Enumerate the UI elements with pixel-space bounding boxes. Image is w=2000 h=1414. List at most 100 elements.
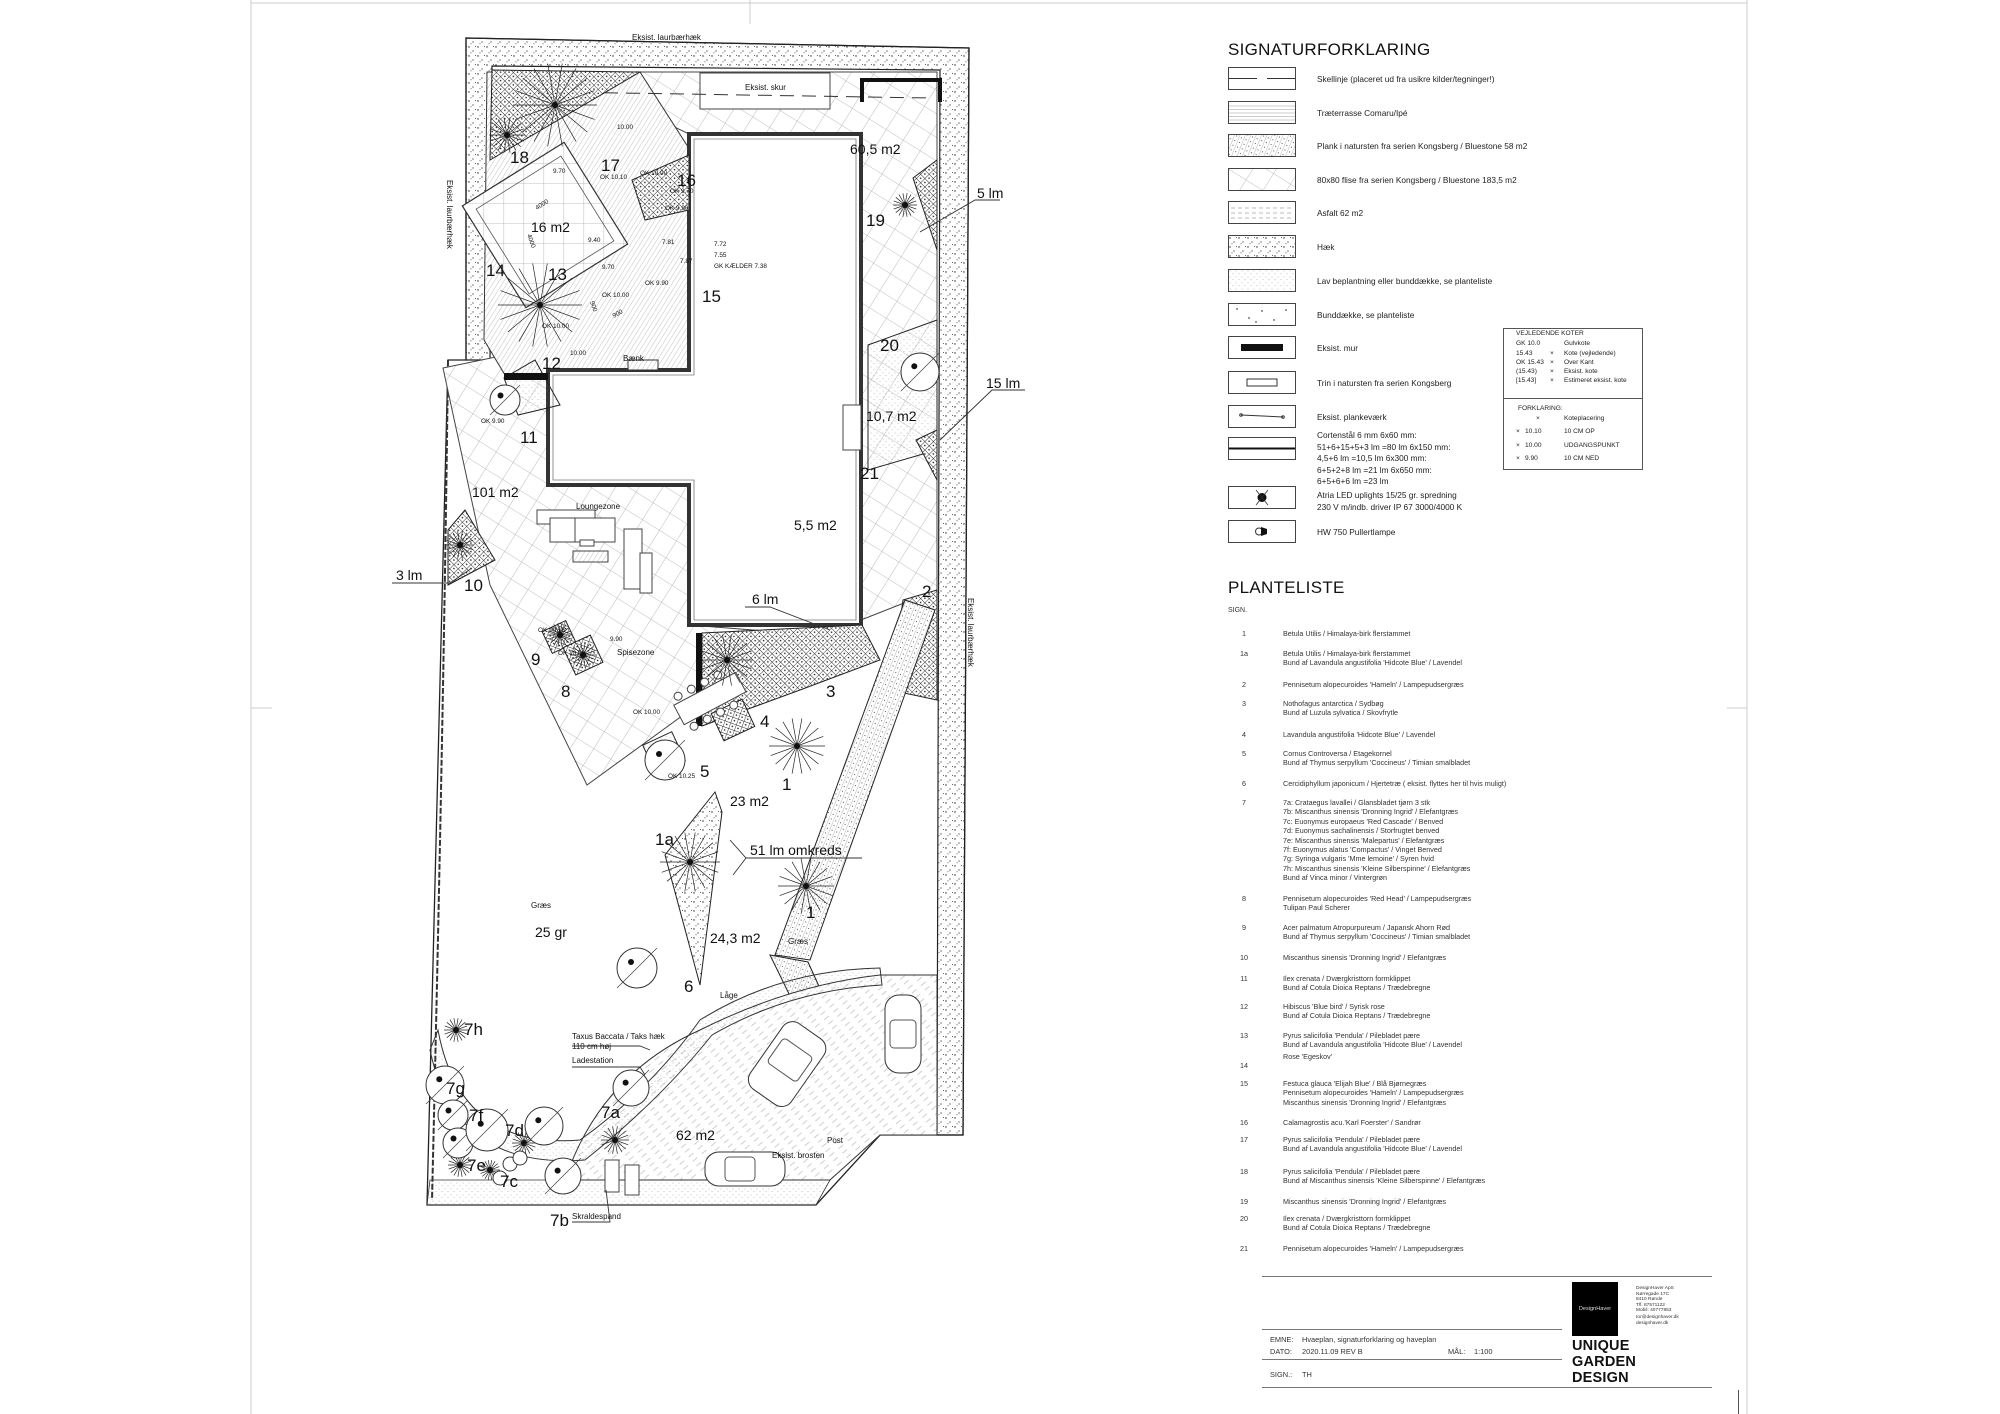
plant-entry-line: Cercidiphyllum japonicum / Hjertetræ ( e… (1283, 779, 1507, 788)
plant-sign: 20 (880, 336, 899, 355)
plant-sign: 15 (702, 287, 721, 306)
plant-sign-number: 15 (1240, 1079, 1248, 1088)
plant-entry: Miscanthus sinensis 'Dronning Ingrid' / … (1283, 953, 1446, 962)
plant-sign-number: 20 (1240, 1214, 1248, 1223)
plant-entry-line: Bund af Lavandula angustifolia 'Hidcote … (1283, 1040, 1462, 1050)
legend-label: Skellinje (placeret ud fra usikre kilder… (1317, 74, 1495, 84)
address-email[interactable]: tor@designhaver.dk (1636, 1314, 1679, 1320)
uplight-swatch (1228, 486, 1296, 509)
plant-entry-line: 7b: Miscanthus sinensis 'Dronning Ingrid… (1283, 807, 1458, 817)
tree-symbol-icon (489, 117, 525, 153)
koter-value: OK 15.43 (1516, 359, 1544, 366)
level-label: 7.81 (662, 239, 675, 246)
level-label: 7.87 (680, 258, 693, 265)
tree-symbol-icon (480, 1160, 500, 1180)
legend-swatch-wood-deck (1228, 101, 1296, 124)
plant-sign-number: 10 (1240, 953, 1248, 962)
koter-value: [15.43] (1516, 377, 1537, 384)
gate-label: Låge (720, 991, 738, 1000)
lawn-label-2: Græs (788, 937, 808, 946)
post-label: Post (827, 1136, 844, 1145)
shed-label: Eksist. skur (745, 83, 786, 92)
area-label: 24,3 m2 (710, 930, 761, 946)
tree-symbol-icon (512, 1131, 536, 1155)
area-label: 101 m2 (472, 484, 519, 500)
uplight-description: Atria LED uplights 15/25 gr. spredning 2… (1317, 490, 1462, 513)
plant-entry: Pyrus salicifolia 'Pendula' / Pilebladet… (1283, 1167, 1485, 1186)
plant-entry-line: 7c: Euonymus europaeus 'Red Cascade' / B… (1283, 816, 1444, 826)
plant-entry-line: 7d: Euonymus sachalinensis / Storfrugtet… (1283, 826, 1440, 836)
plant-entry-line: Pyrus salicifolia 'Pendula' / Pilebladet… (1283, 1135, 1420, 1144)
plant-sign: 5 (700, 762, 709, 781)
area-label: 62 m2 (676, 1127, 715, 1143)
plant-sign: 7h (464, 1020, 483, 1039)
plant-entry-line: Bund af Lavandula angustifolia 'Hidcote … (1283, 1144, 1462, 1154)
level-label: 10.00 (617, 124, 633, 131)
plant-entry: Festuca glauca 'Elijah Blue' / Blå Bjørn… (1283, 1079, 1464, 1107)
plant-sign-number: 16 (1240, 1118, 1248, 1127)
shrub-symbol-icon (524, 1106, 564, 1146)
bench (627, 359, 659, 371)
dato-label: DATO: (1270, 1347, 1292, 1356)
plant-sign-number: 13 (1240, 1031, 1248, 1040)
koter-value: 10.10 (1525, 428, 1542, 435)
plant-sign: 18 (510, 148, 529, 167)
plant-entry-line: Bund af Luzula sylvatica / Skovfrytle (1283, 708, 1399, 718)
legend-swatch-wall (1228, 336, 1296, 359)
level-label: OK 9.90 (481, 418, 505, 425)
address-line: Nørregade 17C (1636, 1291, 1670, 1297)
plant-entry: 7a: Crataegus lavallei / Glansbladet tjø… (1283, 798, 1470, 883)
level-label: OK 9.90 (645, 280, 669, 287)
plant-list-title: PLANTELISTE (1228, 578, 1345, 597)
koter-label: Over Kant (1564, 359, 1594, 366)
address-line: Tlf. 87571122 (1636, 1302, 1665, 1308)
level-mark-icon: × (1550, 359, 1554, 366)
level-label: OK 9.70 (670, 188, 694, 195)
uplight-line: 230 V m/indb. driver IP 67 3000/4000 K (1317, 501, 1463, 512)
plant-sign: 10 (464, 576, 483, 595)
plank-strip-24 (664, 790, 723, 986)
car-3 (704, 1151, 786, 1187)
shrub-symbol-icon (900, 352, 940, 392)
plant-sign-number: 1 (1242, 629, 1246, 638)
plant-entry-line: Calamagrostis acu.'Karl Foerster' / Sand… (1283, 1118, 1421, 1127)
hedge-right-label: Eksist. laurbærhæk (966, 598, 975, 668)
plant-entry-line: 7f: Euonymus alatus 'Compactus' / Vinget… (1283, 845, 1442, 855)
area-label: 5,5 m2 (794, 517, 837, 533)
plant-entry: Ilex crenata / Dværgkristtorn formklippe… (1283, 974, 1430, 993)
lounge-furniture (536, 509, 653, 594)
dato-value: 2020.11.09 REV B (1302, 1347, 1363, 1356)
forklaring-title: FORKLARING: (1518, 405, 1563, 412)
tree-symbol-icon (769, 718, 825, 774)
plant-sign: 14 (486, 261, 505, 280)
plant-sign-number: 4 (1242, 730, 1246, 739)
plant-entry: Pennisetum alopecuroides 'Hameln' / Lamp… (1283, 680, 1464, 689)
address-website[interactable]: designhaver.dk (1636, 1320, 1669, 1326)
legend-swatch-step (1228, 371, 1296, 394)
level-label: OK 10.25 (668, 773, 695, 780)
area-label: 10,7 m2 (866, 408, 917, 424)
plant-entry-line: Bund af Cotula Dioica Reptans / Trædebre… (1283, 1011, 1431, 1021)
koter-label: UDGANGSPUNKT (1564, 442, 1620, 449)
lounge-label: Loungezone (576, 502, 621, 511)
level-label: 9.70 (602, 264, 615, 271)
level-mark-icon: × (1550, 368, 1554, 375)
dining-table (673, 670, 747, 731)
tree-symbol-icon (446, 531, 474, 559)
plant-sign-number: 12 (1240, 1002, 1248, 1011)
plant-entry-line: Pyrus salicifolia 'Pendula' / Pilebladet… (1283, 1031, 1420, 1040)
plant-entry-line: Bund af Lavandula angustifolia 'Hidcote … (1283, 658, 1462, 668)
property-line (559, 91, 931, 99)
tree-symbol-icon (701, 634, 753, 686)
corten-line: Cortenstål 6 mm 6x60 mm: (1317, 430, 1417, 440)
legend-swatch-asphalt (1228, 201, 1296, 224)
plant-sign: 7f (469, 1106, 483, 1125)
area-label: 23 m2 (730, 793, 769, 809)
legend-label: Asfalt 62 m2 (1317, 208, 1364, 218)
corten-line: 6+5+2+8 lm =21 lm 6x650 mm: (1317, 464, 1432, 475)
tree-symbol-icon (548, 623, 572, 647)
